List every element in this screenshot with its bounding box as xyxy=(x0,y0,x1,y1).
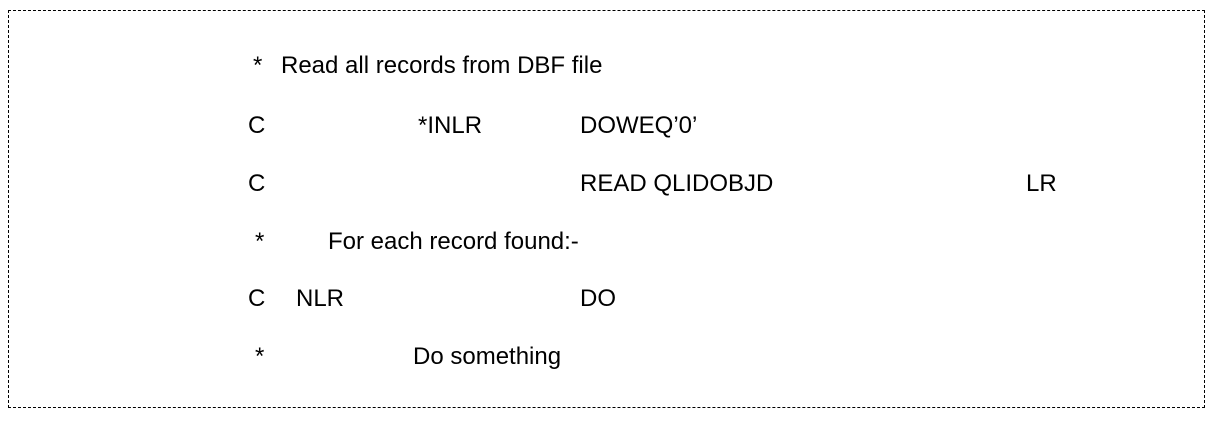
comment-marker: * xyxy=(255,343,265,370)
comment-text: Read all records from DBF file xyxy=(281,52,603,79)
comment-text: Do something xyxy=(413,343,562,370)
opcode: DO xyxy=(580,285,616,312)
code-listing-box xyxy=(8,10,1205,408)
comment-text: For each record found:- xyxy=(328,228,579,255)
conditioning-indicator: NLR xyxy=(296,285,345,312)
indicator: LR xyxy=(1026,170,1057,197)
spec-type: C xyxy=(248,285,266,312)
comment-marker: * xyxy=(253,52,263,79)
spec-type: C xyxy=(248,112,266,139)
comment-marker: * xyxy=(255,228,265,255)
factor1: *INLR xyxy=(418,112,483,139)
spec-type: C xyxy=(248,170,266,197)
opcode: READ QLIDOBJD xyxy=(580,170,774,197)
opcode: DOWEQ’0’ xyxy=(580,112,698,139)
